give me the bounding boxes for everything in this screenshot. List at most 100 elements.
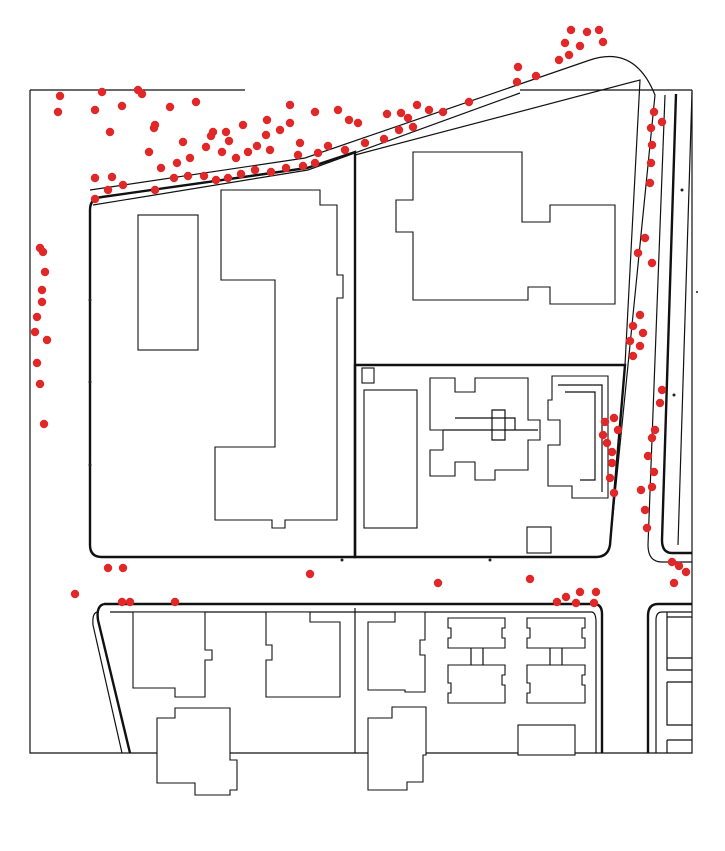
red-dot-icon	[170, 597, 180, 607]
red-dot-icon	[600, 417, 610, 427]
east-road	[647, 91, 698, 563]
red-dot-icon	[598, 37, 608, 47]
red-dot-icon	[344, 115, 354, 125]
red-dot-icon	[298, 161, 308, 171]
red-dot-icon	[90, 194, 100, 204]
red-dot-icon	[150, 185, 160, 195]
red-dot-icon	[261, 130, 271, 140]
red-dot-icon	[118, 180, 128, 190]
red-dot-icon	[560, 38, 570, 48]
building-east-wing	[547, 375, 609, 499]
red-dot-icon	[438, 107, 448, 117]
building-south-4	[367, 611, 426, 693]
red-dot-icon	[647, 433, 657, 443]
red-dot-icon	[669, 578, 679, 588]
red-dot-icon	[35, 379, 45, 389]
red-dot-icon	[625, 336, 635, 346]
red-dot-icon	[236, 169, 246, 179]
red-dot-icon	[609, 413, 619, 423]
red-dot-icon	[525, 574, 535, 584]
red-dot-icon	[217, 147, 227, 157]
red-dot-icon	[137, 89, 147, 99]
red-dot-icon	[37, 297, 47, 307]
red-dot-icon	[561, 592, 571, 602]
red-dot-icon	[144, 147, 154, 157]
red-dot-icon	[70, 589, 80, 599]
red-dot-icon	[178, 137, 188, 147]
red-dot-icon	[598, 430, 608, 440]
red-dot-icon	[165, 102, 175, 112]
red-dot-icon	[221, 127, 231, 137]
red-dot-icon	[107, 172, 117, 182]
red-dot-icon	[408, 122, 418, 132]
red-dot-icon	[323, 141, 333, 151]
red-dot-icon	[394, 125, 404, 135]
red-dot-icon	[575, 587, 585, 597]
red-dot-icon	[605, 473, 615, 483]
red-dot-icon	[32, 358, 42, 368]
red-dot-icon	[281, 163, 291, 173]
red-dot-icon	[424, 105, 434, 115]
red-dot-icon	[640, 505, 650, 515]
red-dot-icon	[647, 258, 657, 268]
red-dot-icon	[211, 175, 221, 185]
red-dot-icon	[594, 25, 604, 35]
red-dot-icon	[169, 173, 179, 183]
red-dot-icon	[360, 138, 370, 148]
red-dot-icon	[313, 148, 323, 158]
red-dot-icon	[39, 419, 49, 429]
red-dot-icon	[275, 125, 285, 135]
red-dot-icon	[657, 385, 667, 395]
red-dot-icon	[379, 134, 389, 144]
red-dot-icon	[206, 131, 216, 141]
red-dot-icon	[647, 482, 657, 492]
red-dot-icon	[635, 310, 645, 320]
red-dot-icon	[638, 328, 648, 338]
north-road	[30, 56, 692, 546]
red-dot-icon	[681, 567, 691, 577]
red-dot-icon	[591, 587, 601, 597]
red-dot-icon	[640, 233, 650, 243]
south-block	[92, 602, 604, 796]
red-dot-icon	[243, 147, 253, 157]
red-dot-icon	[224, 136, 234, 146]
red-dot-icon	[554, 55, 564, 65]
red-dot-icon	[265, 145, 275, 155]
red-dot-icon	[252, 141, 262, 151]
building-northeast	[395, 151, 616, 305]
red-dot-icon	[40, 267, 50, 277]
red-dot-icon	[30, 327, 40, 337]
red-dot-icon	[649, 467, 659, 477]
red-dot-icon	[117, 597, 127, 607]
red-dot-icon	[250, 165, 260, 175]
building-west-slab	[137, 214, 199, 351]
red-dot-icon	[412, 100, 422, 110]
red-dot-icon	[607, 458, 617, 468]
red-dot-icon	[609, 488, 619, 498]
red-dot-icon	[566, 25, 576, 35]
red-dot-icon	[396, 108, 406, 118]
red-dot-icon	[642, 523, 652, 533]
red-dot-icon	[199, 171, 209, 181]
red-dot-icon	[90, 173, 100, 183]
red-dot-icon	[657, 117, 667, 127]
red-dot-icon	[305, 569, 315, 579]
building-long-hall	[363, 389, 418, 529]
red-dot-icon	[185, 153, 195, 163]
building-south-1	[132, 611, 213, 698]
red-dot-icon	[42, 335, 52, 345]
red-dot-icon	[613, 425, 623, 435]
central-east-block	[353, 363, 627, 562]
red-dot-icon	[464, 97, 474, 107]
red-dot-icon	[191, 97, 201, 107]
red-dot-icon	[125, 597, 135, 607]
red-dot-icon	[552, 597, 562, 607]
southeast-corner-block	[646, 602, 692, 753]
red-dot-icon	[531, 71, 541, 81]
red-dot-icon	[645, 178, 655, 188]
red-dot-icon	[118, 563, 128, 573]
building-south-3	[156, 707, 238, 796]
red-dot-icon	[575, 41, 585, 51]
red-dot-icon	[38, 247, 48, 257]
